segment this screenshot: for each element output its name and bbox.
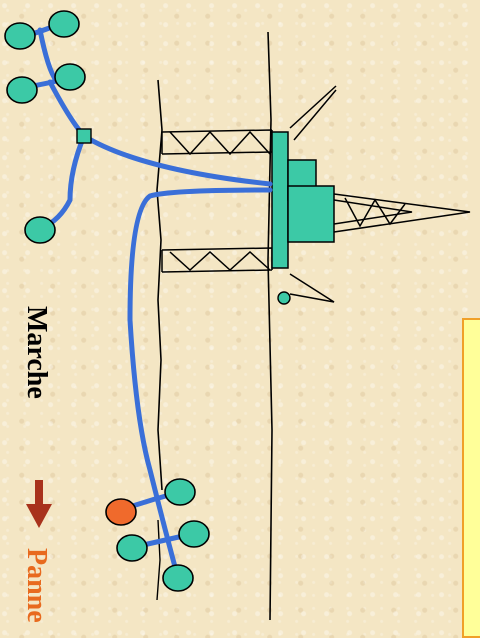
sea-floor-line [156,79,163,491]
down-arrow-icon [26,480,52,528]
subsea-well-icon [24,216,56,244]
subsea-well-icon [162,564,194,592]
well-cluster-lower [105,478,210,592]
well-cluster-upper [4,10,86,244]
label-failure: Panne [21,548,52,623]
note-box [462,318,480,638]
platform-icon [161,85,471,303]
sea-floor-line-lower [156,519,161,601]
manifold-icon [76,128,92,144]
subsea-well-icon [4,22,36,50]
subsea-well-icon [48,10,80,38]
buoy-icon [277,291,291,305]
label-working: Marche [21,306,52,399]
subsea-well-icon [178,520,210,548]
flowlines [17,21,273,581]
offshore-platform-diagram [4,10,471,620]
subsea-well-icon [116,534,148,562]
subsea-well-icon [6,76,38,104]
sea-surface-line [267,31,273,620]
subsea-well-failed-icon [105,498,137,526]
subsea-well-icon [164,478,196,506]
subsea-well-icon [54,63,86,91]
